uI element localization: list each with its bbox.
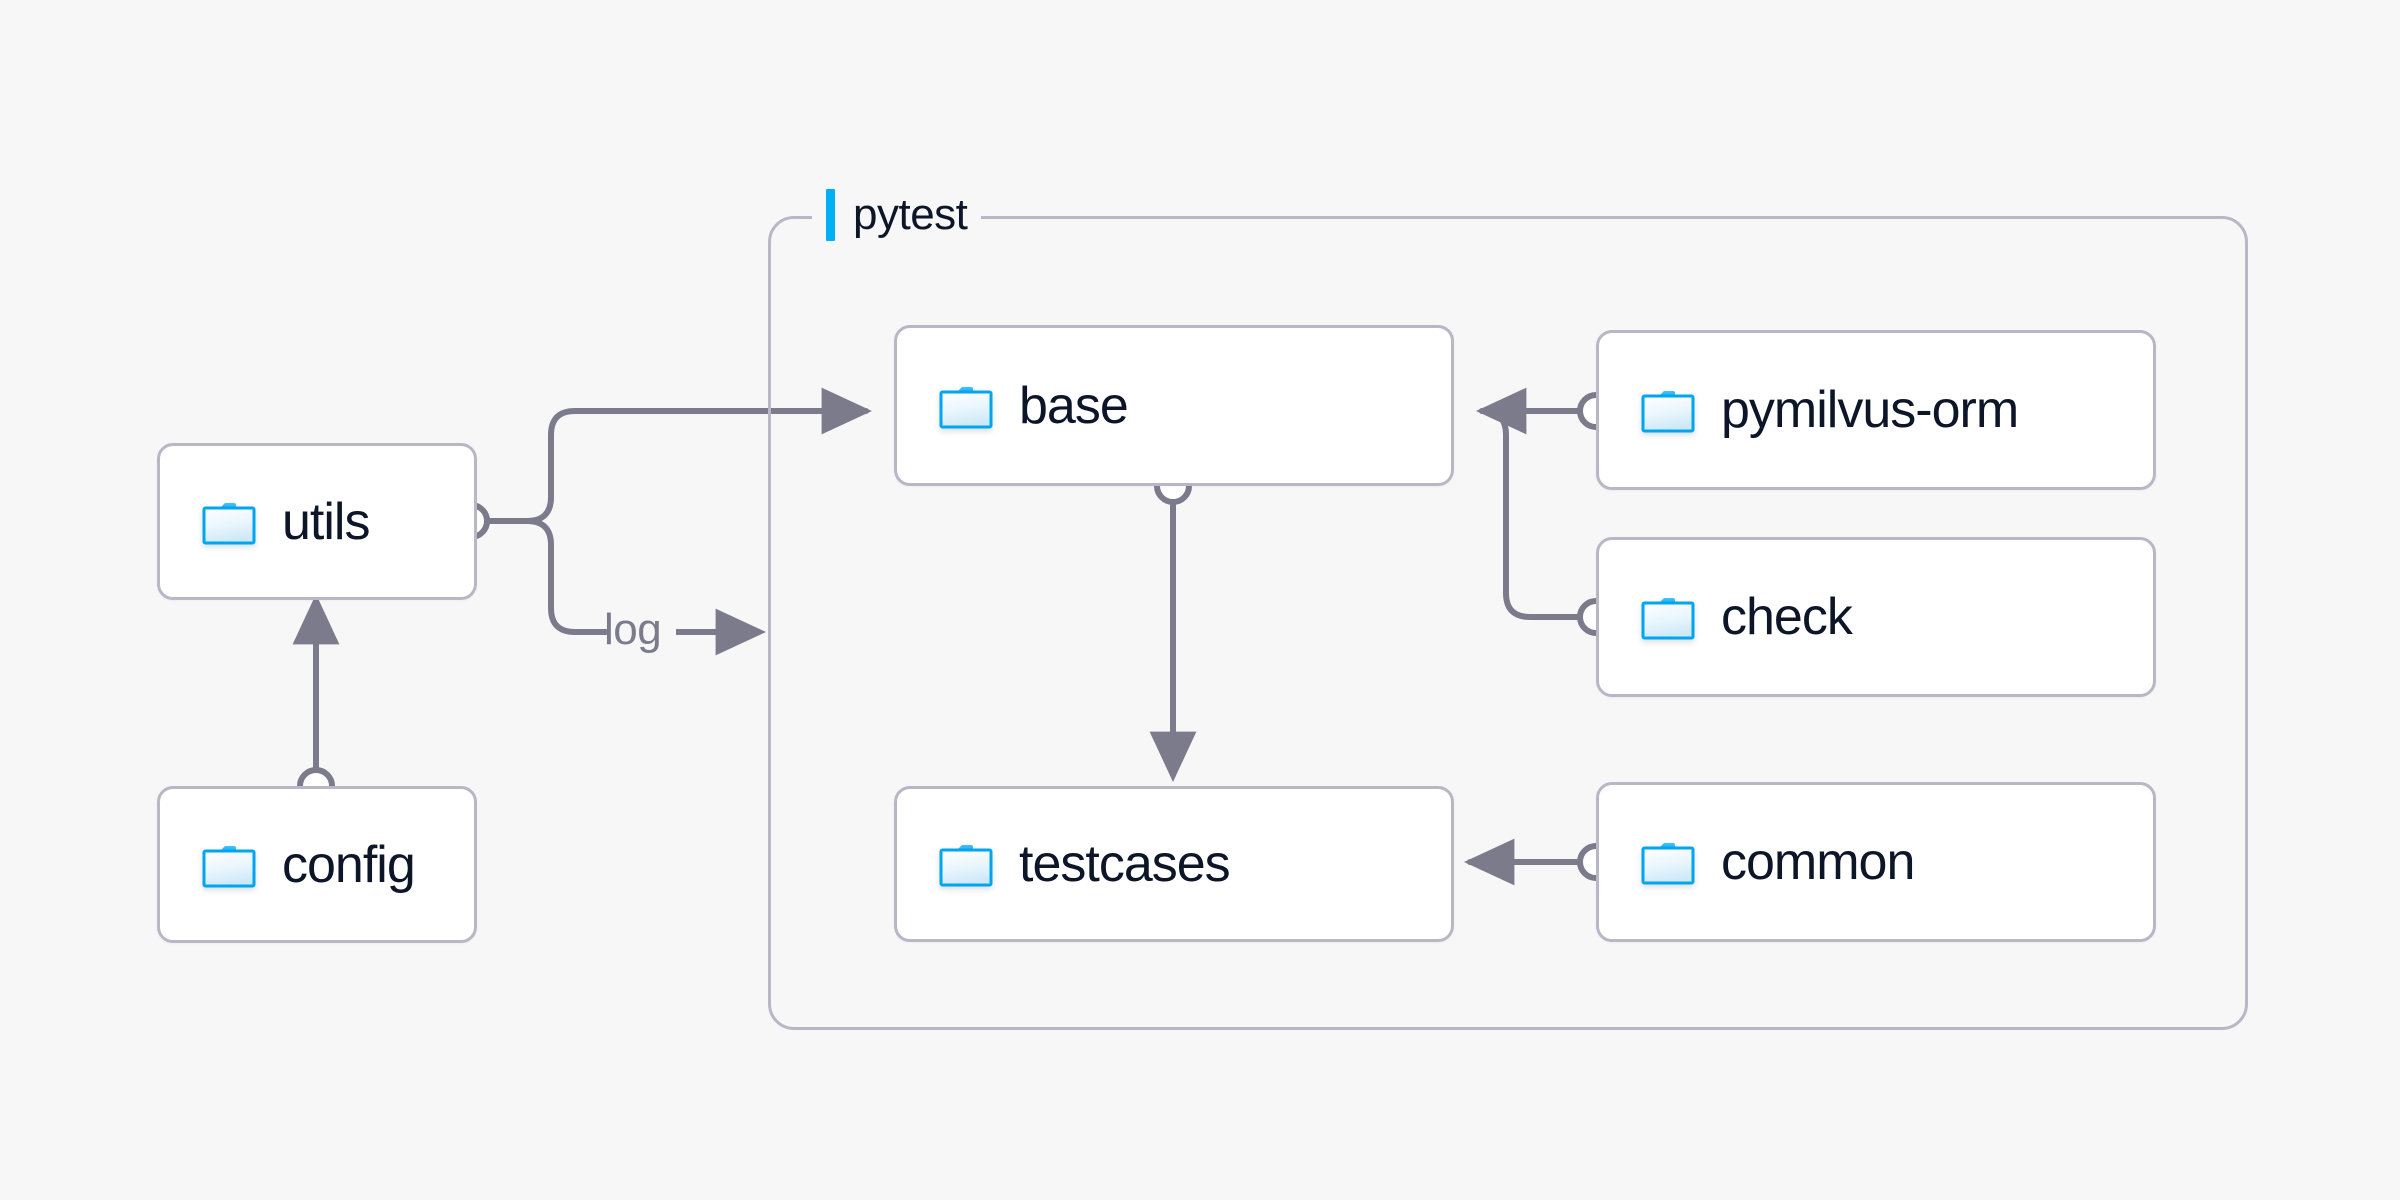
group-accent-bar <box>826 189 835 241</box>
node-label-base: base <box>1019 376 1129 435</box>
node-label-pymilvus-orm: pymilvus-orm <box>1721 381 2019 439</box>
edge-config-to-utils <box>292 594 340 805</box>
node-base[interactable]: base <box>894 325 1454 486</box>
folder-icon <box>202 845 256 887</box>
folder-icon <box>1641 598 1695 640</box>
node-testcases[interactable]: testcases <box>894 786 1454 942</box>
node-check[interactable]: check <box>1596 537 2156 697</box>
node-label-common: common <box>1721 833 1915 891</box>
group-container-pytest <box>768 216 2248 1030</box>
node-pymilvus-orm[interactable]: pymilvus-orm <box>1596 330 2156 490</box>
node-utils[interactable]: utils <box>157 443 477 600</box>
node-label-check: check <box>1721 588 1853 646</box>
edge-label-log: log <box>604 605 662 654</box>
node-label-testcases: testcases <box>1019 835 1231 893</box>
folder-icon <box>202 502 256 544</box>
group-label-pytest: pytest <box>812 186 982 244</box>
group-title: pytest <box>853 190 968 239</box>
folder-icon <box>939 386 993 428</box>
node-config[interactable]: config <box>157 786 477 943</box>
folder-icon <box>1641 843 1695 885</box>
folder-icon <box>939 845 993 887</box>
node-label-utils: utils <box>282 492 370 551</box>
folder-icon <box>1641 391 1695 433</box>
node-common[interactable]: common <box>1596 782 2156 942</box>
node-label-config: config <box>282 835 416 894</box>
